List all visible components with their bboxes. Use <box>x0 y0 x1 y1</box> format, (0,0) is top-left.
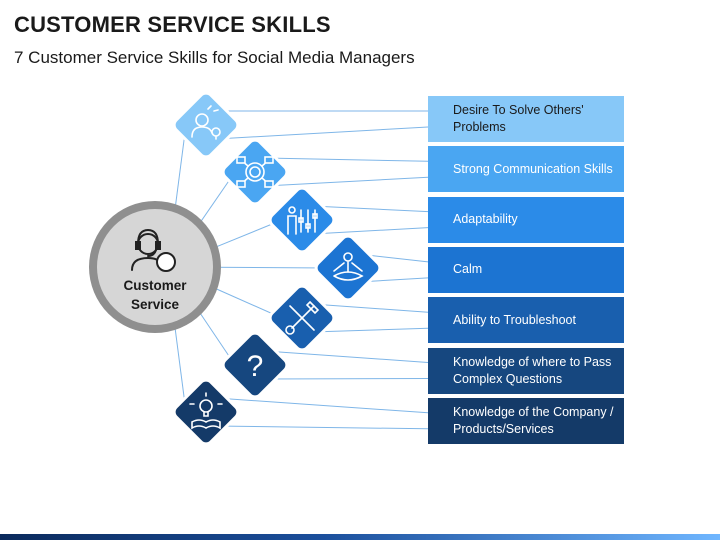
connector-line <box>264 157 429 162</box>
skill-tile-shape <box>221 331 289 399</box>
connector-line <box>311 227 429 235</box>
book-lightbulb-icon <box>189 392 223 430</box>
connector-line <box>311 327 429 333</box>
skill-box-6: Knowledge of where to Pass Complex Quest… <box>428 347 624 394</box>
skill-label: Calm <box>453 262 483 277</box>
customer-service-agent-icon <box>131 228 176 272</box>
connector-line <box>212 266 329 269</box>
network-people-icon <box>236 156 274 188</box>
skill-tile-3 <box>268 186 336 254</box>
skill-icon-tiles: ? <box>172 91 382 446</box>
hub-inner-circle <box>97 209 213 325</box>
connector-line <box>311 303 429 313</box>
skill-box-2: Strong Communication Skills <box>428 146 624 193</box>
connector-line <box>264 350 429 363</box>
connector-line <box>264 176 429 187</box>
skill-box-5: Ability to Troubleshoot <box>428 297 624 344</box>
skill-label: Adaptability <box>453 212 518 227</box>
skill-tile-1 <box>172 91 240 159</box>
thinking-person-lightbulb-icon <box>191 105 221 140</box>
skill-label: Knowledge of where to Pass Complex Quest… <box>453 354 612 386</box>
skill-label: Knowledge of the Company / Products/Serv… <box>453 404 614 436</box>
connector-line <box>215 126 429 140</box>
connector-line <box>215 397 429 414</box>
bottom-accent-bar <box>0 534 720 540</box>
skill-tile-shape <box>221 138 289 206</box>
skill-tile-4 <box>314 234 382 302</box>
wrench-screwdriver-icon <box>285 300 320 335</box>
connector-line <box>210 219 283 250</box>
skill-tile-2 <box>221 138 289 206</box>
customer-service-hub <box>89 201 221 333</box>
skill-label: Ability to Troubleshoot <box>453 312 576 327</box>
skill-label: Desire To Solve Others' Problems <box>453 103 584 134</box>
adjusting-person-icon <box>287 206 318 235</box>
connector-line <box>173 321 187 413</box>
skill-box-3: Adaptability <box>428 196 624 243</box>
skill-tile-5 <box>268 284 336 352</box>
connector-line <box>209 285 283 319</box>
skill-box-4: Calm <box>428 246 624 293</box>
connector-line <box>264 378 429 380</box>
skill-box-1: Desire To Solve Others' Problems <box>428 96 624 142</box>
connector-line <box>311 205 429 213</box>
page-subtitle: 7 Customer Service Skills for Social Med… <box>14 48 415 67</box>
skill-box-7: Knowledge of the Company / Products/Serv… <box>428 397 624 444</box>
skill-tile-6: ? <box>221 331 289 399</box>
meditation-icon <box>333 252 364 281</box>
page-title: CUSTOMER SERVICE SKILLS <box>14 12 331 37</box>
connector-line <box>215 425 429 430</box>
hub-label-line2: Service <box>130 297 180 312</box>
question-mark-icon: ? <box>247 350 264 383</box>
skill-tile-shape <box>268 186 336 254</box>
skill-tile-7 <box>172 378 240 446</box>
hub-label-line1: Customer <box>123 278 187 293</box>
skill-label: Strong Communication Skills <box>453 161 613 176</box>
hub-label: Customer Service <box>96 276 214 314</box>
